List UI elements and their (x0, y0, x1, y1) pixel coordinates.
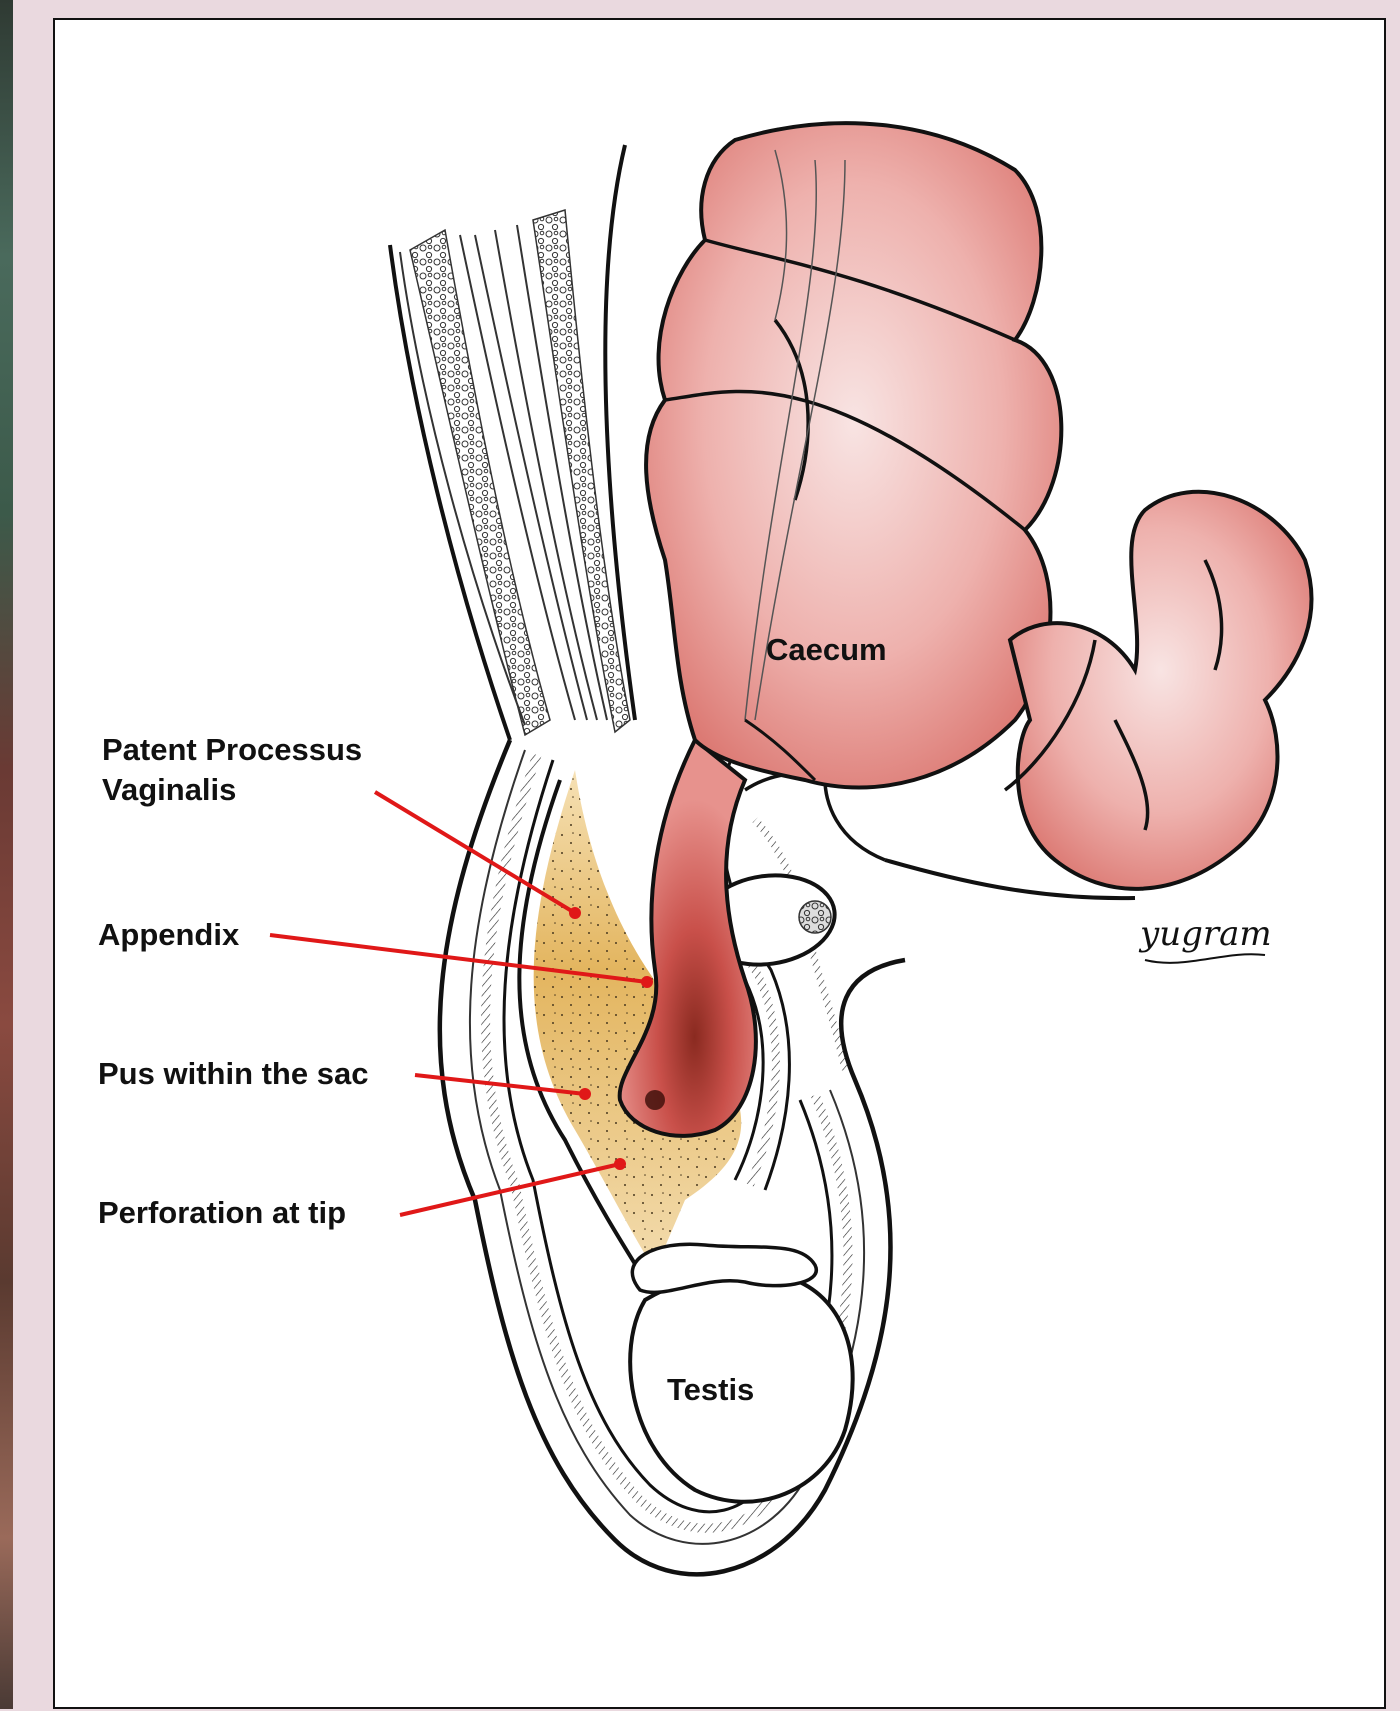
label-testis: Testis (667, 1372, 754, 1407)
hernia-appendix-diagram: Patent Processus Vaginalis Appendix Pus … (55, 20, 1388, 1711)
pointer-dot-pus (579, 1088, 591, 1100)
label-patent-processus-line1: Patent Processus (102, 732, 362, 767)
pointer-patent-processus (375, 792, 575, 913)
caecum-and-colon (646, 123, 1311, 889)
illustration-panel: Patent Processus Vaginalis Appendix Pus … (53, 18, 1386, 1709)
label-perforation: Perforation at tip (98, 1195, 346, 1230)
pointer-dot-perforation (614, 1158, 626, 1170)
pointer-dot-patent-processus (569, 907, 581, 919)
pointer-dot-appendix (641, 976, 653, 988)
background-photo-strip (0, 0, 13, 1709)
label-pus: Pus within the sac (98, 1056, 368, 1091)
label-caecum: Caecum (766, 632, 887, 667)
artist-signature: yugram (1138, 914, 1272, 954)
appendix (620, 740, 756, 1136)
abdominal-wall-layers (390, 145, 635, 740)
label-patent-processus-line2: Vaginalis (102, 772, 236, 807)
label-appendix: Appendix (98, 917, 240, 952)
